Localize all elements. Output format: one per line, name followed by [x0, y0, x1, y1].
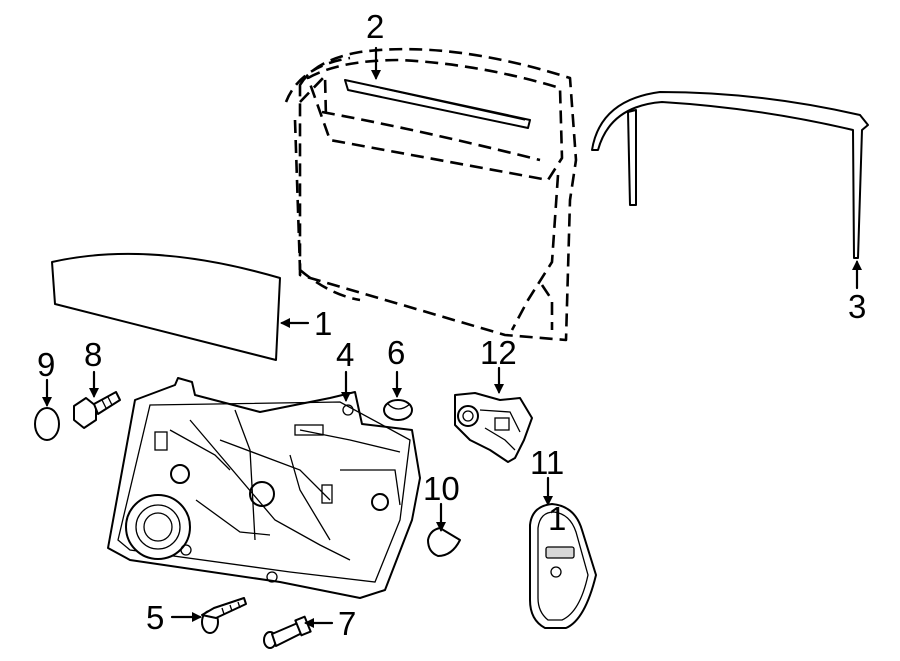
callout-3: 3 [848, 288, 866, 325]
glass-run-channel [591, 91, 869, 259]
door-glass [51, 252, 281, 361]
window-regulator [107, 377, 421, 599]
callout-10: 10 [423, 470, 460, 507]
callout-4: 4 [336, 336, 354, 373]
callout-12: 12 [480, 334, 517, 371]
cap-10 [427, 527, 461, 557]
door-shell-outline [284, 47, 578, 342]
push-pin-7 [263, 615, 312, 649]
belt-weatherstrip [344, 79, 531, 129]
callout-7: 7 [338, 605, 356, 642]
callout-5: 5 [146, 599, 164, 636]
callout-2: 2 [366, 8, 384, 45]
callout-9: 9 [37, 346, 55, 383]
callout-numbers: 2 3 1 4 5 6 7 8 9 10 11 12 [37, 8, 866, 642]
bolt-8 [73, 391, 121, 429]
window-switch: 1 [529, 500, 597, 629]
regulator-motor [454, 392, 533, 463]
callout-6: 6 [387, 334, 405, 371]
fastener-5 [201, 597, 247, 634]
leader-lines [42, 46, 862, 628]
callout-11: 11 [530, 444, 564, 481]
ring-9 [34, 407, 60, 441]
plug-6 [383, 399, 413, 421]
callout-8: 8 [84, 336, 102, 373]
switch-mark: 1 [548, 500, 566, 537]
callout-1: 1 [314, 305, 332, 342]
